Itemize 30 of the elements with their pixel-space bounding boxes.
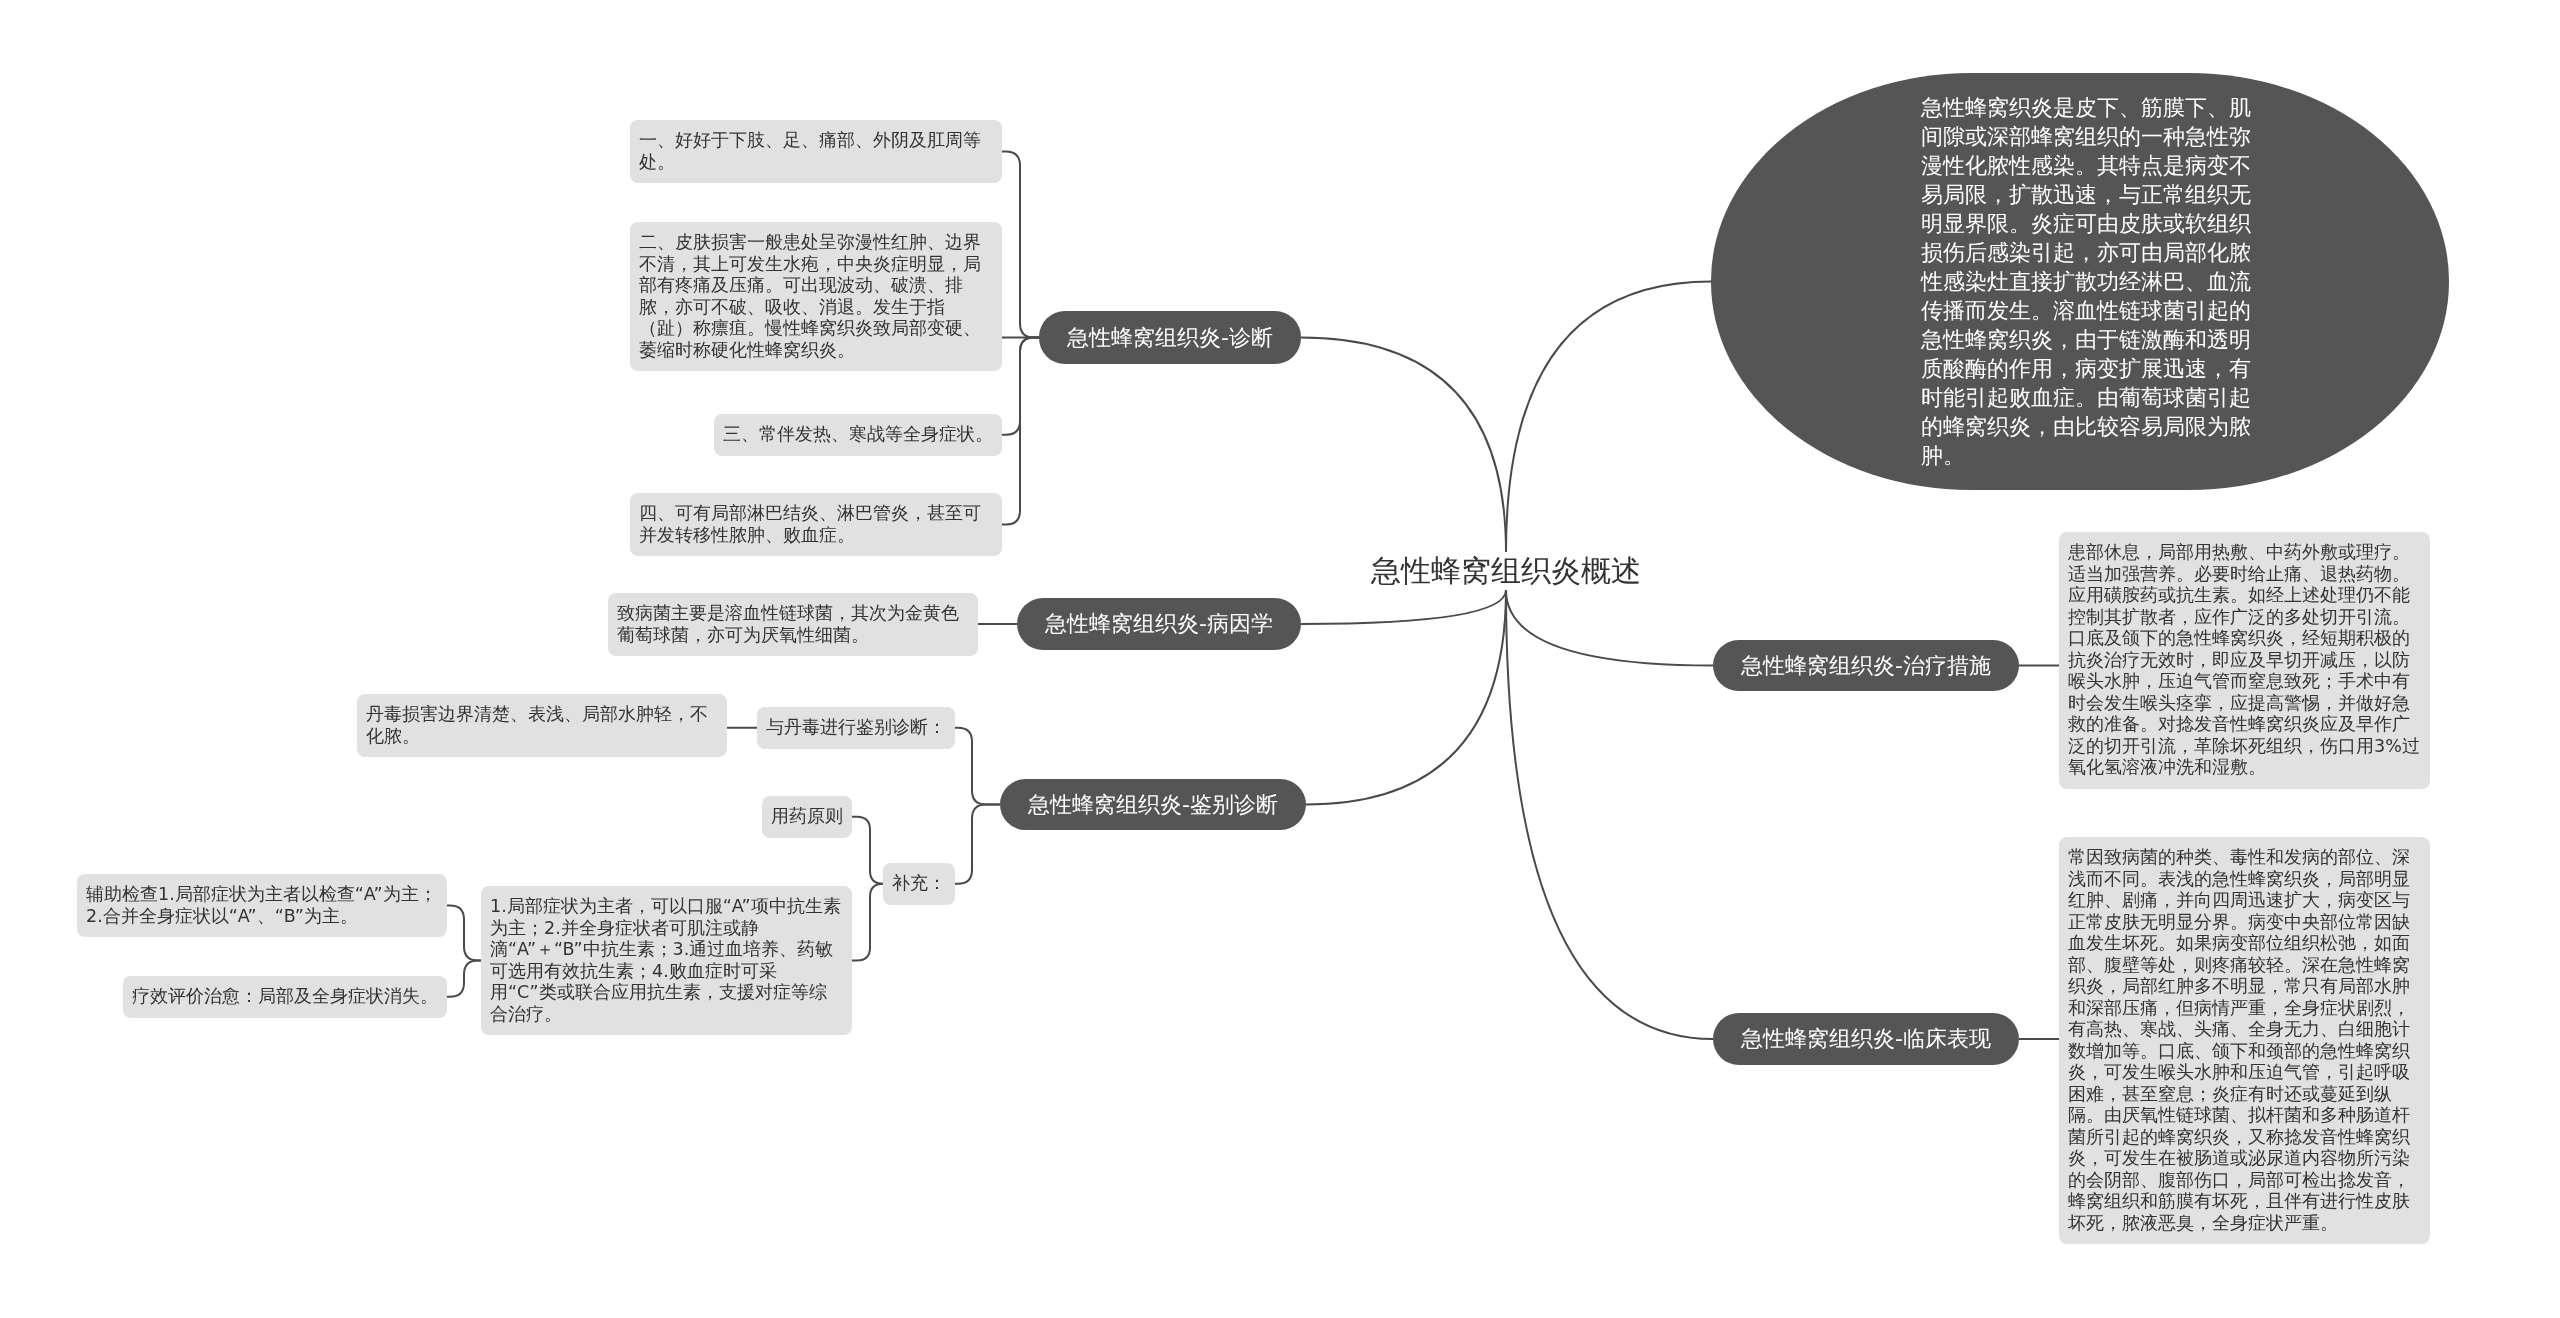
note-card: 补充：: [883, 863, 955, 905]
note-card: 三、常伴发热、寒战等全身症状。: [714, 414, 1002, 456]
note-card: 用药原则: [762, 796, 852, 838]
connector-line: [977, 623, 1019, 625]
note-card: 丹毒损害边界清楚、表浅、局部水肿轻，不化脓。: [357, 694, 727, 757]
connector-line: [1505, 280, 1712, 553]
connector-line: [726, 726, 758, 729]
note-card: 1.局部症状为主者，可以口服“A”项中抗生素为主；2.并全身症状者可肌注或静滴“A”＋“B”中抗生素；3.通过血培养、药敏可选用有效抗生素；4.败血症时可采用“C”类或联合应用抗生素，支援对症等综合治疗。: [481, 886, 852, 1035]
connector-line: [954, 803, 1002, 885]
note-card: 患部休息，局部用热敷、中药外敷或理疗。适当加强营养。必要时给止痛、退热药物。应用磺胺药或抗生素。如经上述处理仍不能控制其扩散者，应作广泛的多处切开引流。口底及颌下的急性蜂窝织炎，经短期积极的抗炎治疗无效时，即应及早切开减压，以防喉头水肿，压迫气管而窒息致死；手术中有时会发生喉头痉挛，应提高警惕，并做好急救的准备。对捻发音性蜂窝织炎应及早作广泛的切开引流，革除坏死组织，伤口用3%过氧化氢溶液冲洗和湿敷。: [2059, 532, 2430, 789]
central-topic: 急性蜂窝组织炎概述: [1371, 552, 1641, 590]
note-card: 与丹毒进行鉴别诊断：: [757, 707, 955, 749]
topic-pill: 急性蜂窝组织炎-治疗措施: [1713, 640, 2019, 691]
note-card: 四、可有局部淋巴结炎、淋巴管炎，甚至可并发转移性脓肿、败血症。: [630, 493, 1002, 556]
connector-line: [2017, 664, 2060, 667]
connector-line: [446, 959, 482, 998]
connector-line: [1001, 336, 1041, 526]
topic-pill: 急性蜂窝组织炎-诊断: [1039, 311, 1301, 364]
note-card: 二、皮肤损害一般患处呈弥漫性红肿、边界不清，其上可发生水疱，中央炎症明显，局部有疼痛及压痛。可出现波动、破溃、排脓，亦可不破、吸收、消退。发生于指（趾）称瘭疽。慢性蜂窝织炎致局部变硬、萎缩时称硬化性蜂窝织炎。: [630, 222, 1002, 371]
topic-pill: 急性蜂窝组织炎-临床表现: [1713, 1013, 2019, 1065]
connector-line: [1300, 589, 1507, 625]
connector-line: [1505, 589, 1714, 1040]
note-card: 辅助检查1.局部症状为主者以检查“A”为主；2.合并全身症状以“A”、“B”为主。: [77, 874, 447, 937]
topic-pill: 急性蜂窝组织炎-病因学: [1017, 598, 1301, 650]
note-card: 致病菌主要是溶血性链球菌，其次为金黄色葡萄球菌，亦可为厌氧性细菌。: [608, 593, 978, 656]
connector-line: [2017, 1038, 2060, 1040]
note-card: 疗效评价治愈：局部及全身症状消失。: [123, 976, 447, 1018]
topic-pill: 急性蜂窝组织炎-鉴别诊断: [1000, 779, 1306, 830]
note-card: 一、好好于下肢、足、痛部、外阴及肛周等处。: [630, 120, 1002, 183]
note-card: 常因致病菌的种类、毒性和发病的部位、深浅而不同。表浅的急性蜂窝织炎，局部明显红肿、剧痛，并向四周迅速扩大，病变区与正常皮肤无明显分界。病变中央部位常因缺血发生坏死。如果病变部位组织松弛，如面部、腹壁等处，则疼痛较轻。深在急性蜂窝织炎，局部红肿多不明显，常只有局部水肿和深部压痛，但病情严重，全身症状剧烈，有高热、寒战、头痛、全身无力、白细胞计数增加等。口底、颌下和颈部的急性蜂窝织炎，可发生喉头水肿和压迫气管，引起呼吸困难，甚至窒息；炎症有时还或蔓延到纵隔。由厌氧性链球菌、拟杆菌和多种肠道杆菌所引起的蜂窝织炎，又称捻发音性蜂窝织炎，可发生在被肠道或泌尿道内容物所污染的会阴部、腹部伤口，局部可检出捻发音，蜂窝组织和筋膜有坏死，且伴有进行性皮肤坏死，脓液恶臭，全身症状严重。: [2059, 837, 2430, 1244]
